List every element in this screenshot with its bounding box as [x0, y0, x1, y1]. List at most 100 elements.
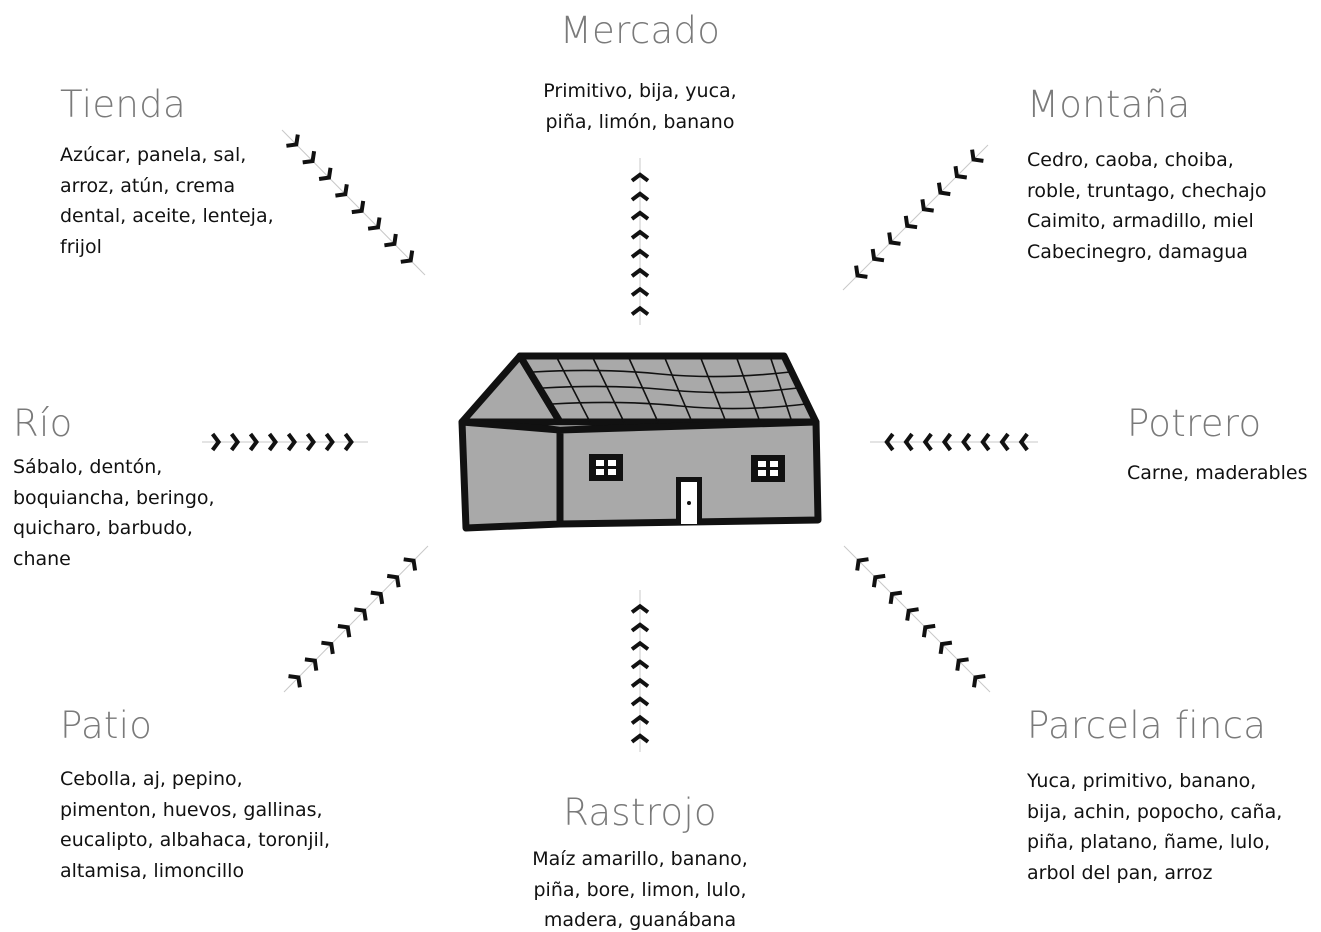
- chevron-icon: [888, 590, 903, 605]
- window-right-icon: [751, 455, 785, 482]
- chevron-icon: [367, 217, 382, 231]
- chevron-icon: [903, 432, 914, 452]
- list-item: Cabecinegro, damagua: [1027, 240, 1248, 263]
- arrow-patio: [283, 545, 429, 693]
- chevron-icon: [286, 432, 297, 452]
- list-item: Maíz amarillo, banano,: [532, 848, 748, 870]
- list-item: arroz, atún, crema: [60, 174, 236, 197]
- list-item: eucalipto, albahaca, toronjil,: [60, 829, 331, 851]
- chevron-icon: [630, 191, 650, 202]
- chevron-icon: [854, 265, 868, 279]
- chevron-icon: [211, 432, 222, 452]
- chevron-icon: [1018, 432, 1029, 452]
- chevron-icon: [343, 432, 354, 452]
- chevron-icon: [938, 640, 953, 655]
- window-left-icon: [589, 454, 623, 481]
- chevron-icon: [630, 714, 650, 725]
- chevron-icon: [936, 182, 951, 197]
- list-item: pimenton, huevos, gallinas,: [60, 798, 323, 821]
- chevron-icon: [855, 557, 869, 571]
- chevron-icon: [305, 432, 316, 452]
- list-item: altamisa, limoncillo: [60, 859, 245, 882]
- chevron-icon: [288, 674, 302, 688]
- place-title-rio: Río: [13, 402, 73, 445]
- chevron-icon: [335, 184, 349, 198]
- arrow-montana: [842, 144, 989, 291]
- chevron-icon: [304, 657, 319, 671]
- chevron-icon: [630, 677, 650, 688]
- chevron-icon: [321, 640, 335, 655]
- house-front-wall: [556, 418, 822, 528]
- chevron-icon: [630, 733, 650, 744]
- list-item: Azúcar, panela, sal,: [60, 144, 247, 166]
- list-item: frijol: [60, 235, 102, 258]
- list-item: chane: [13, 547, 71, 570]
- chevron-icon: [630, 305, 650, 316]
- chevron-icon: [870, 248, 885, 263]
- chevron-icon: [953, 165, 968, 180]
- list-item: piña, bore, limon, lulo,: [533, 878, 747, 901]
- chevron-icon: [920, 199, 934, 213]
- chevron-icon: [970, 149, 984, 163]
- list-item: Cebolla, aj, pepino,: [60, 768, 243, 790]
- list-item: Primitivo, bija, yuca,: [543, 80, 737, 102]
- chevron-icon: [871, 573, 886, 588]
- chevron-icon: [324, 432, 335, 452]
- chevron-icon: [286, 134, 300, 148]
- chevron-icon: [630, 640, 650, 651]
- place-items-parcela: Yuca, primitivo, banano, bija, achin, po…: [1027, 766, 1282, 888]
- place-items-montana: Cedro, caoba, choiba, roble, truntago, c…: [1027, 145, 1267, 267]
- chevron-icon: [630, 267, 650, 278]
- place-title-mercado: Mercado: [559, 9, 721, 52]
- chevron-icon: [370, 590, 385, 605]
- chevron-icon: [630, 172, 650, 183]
- chevron-icon: [999, 432, 1010, 452]
- place-items-potrero: Carne, maderables: [1127, 458, 1307, 489]
- list-item: piña, platano, ñame, lulo,: [1027, 831, 1271, 853]
- place-title-parcela: Parcela finca: [1027, 704, 1267, 747]
- place-title-potrero: Potrero: [1127, 402, 1262, 445]
- list-item: Caimito, armadillo, miel: [1027, 210, 1254, 232]
- list-item: bija, achin, popocho, caña,: [1027, 800, 1283, 823]
- chevron-icon: [318, 167, 333, 181]
- chevron-icon: [267, 432, 278, 452]
- chevron-icon: [887, 232, 901, 246]
- chevron-icon: [922, 432, 933, 452]
- arrow-rastrojo: [630, 590, 650, 752]
- place-items-mercado: Primitivo, bija, yuca, piña, limón, bana…: [510, 76, 770, 137]
- chevron-icon: [630, 659, 650, 670]
- chevron-icon: [248, 432, 259, 452]
- place-title-rastrojo: Rastrojo: [563, 791, 717, 834]
- list-item: Sábalo, dentón,: [13, 456, 163, 478]
- chevron-icon: [400, 250, 415, 264]
- chevron-icon: [630, 622, 650, 633]
- chevron-icon: [230, 432, 241, 452]
- arrow-parcela: [843, 545, 991, 693]
- list-item: boquiancha, beringo,: [13, 486, 215, 509]
- place-title-patio: Patio: [60, 704, 153, 747]
- chevron-icon: [630, 603, 650, 614]
- chevron-icon: [972, 674, 986, 688]
- chevron-icon: [630, 286, 650, 297]
- list-item: arbol del pan, arroz: [1027, 861, 1213, 884]
- chevron-icon: [955, 657, 969, 671]
- list-item: dental, aceite, lenteja,: [60, 205, 274, 227]
- roof-tiles: [532, 355, 807, 423]
- chevron-icon: [903, 215, 918, 230]
- place-title-montana: Montaña: [1027, 83, 1191, 126]
- place-items-rio: Sábalo, dentón, boquiancha, beringo, qui…: [13, 452, 215, 574]
- arrow-rio: [202, 432, 368, 452]
- chevron-icon: [941, 432, 952, 452]
- list-item: madera, guanábana: [543, 909, 737, 931]
- chevron-icon: [302, 150, 317, 165]
- chevron-icon: [630, 696, 650, 707]
- door-icon: [676, 477, 702, 524]
- place-title-tienda: Tienda: [60, 83, 186, 126]
- chevron-icon: [884, 432, 895, 452]
- list-item: Carne, maderables: [1127, 462, 1308, 484]
- chevron-icon: [980, 432, 991, 452]
- list-item: Cedro, caoba, choiba,: [1027, 149, 1234, 171]
